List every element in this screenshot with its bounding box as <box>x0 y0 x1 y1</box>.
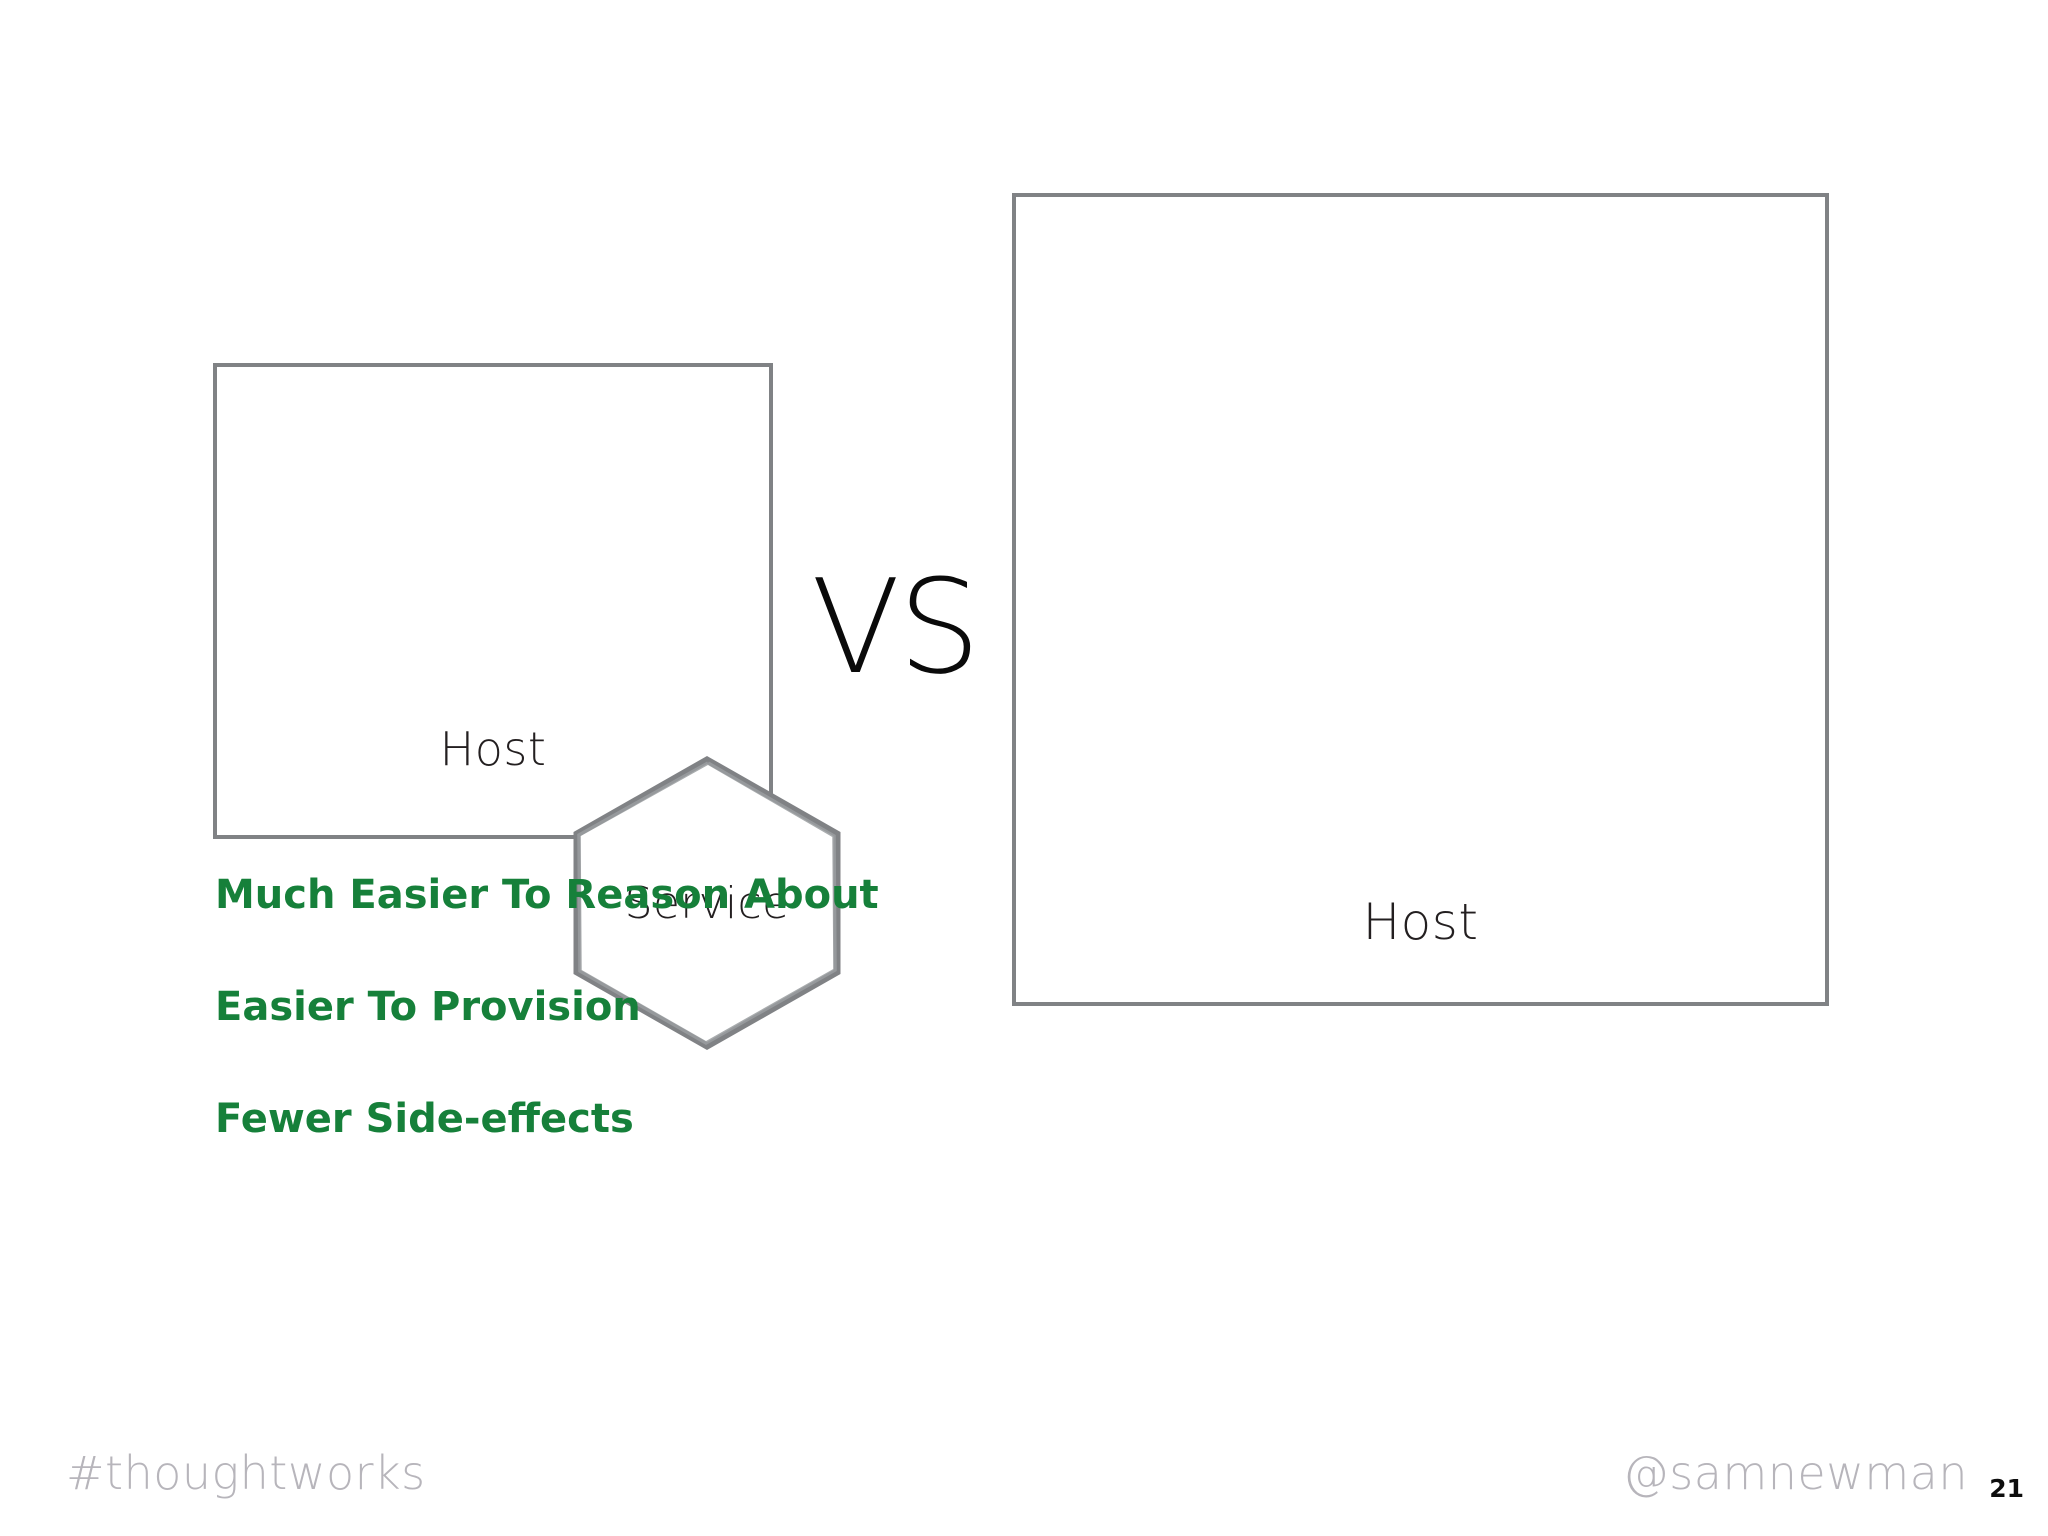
multi-host-label: Host <box>1362 893 1479 951</box>
footer-twitter-handle: @samnewman <box>1622 1446 1968 1500</box>
vs-separator-label: VS <box>811 551 980 703</box>
hexagon-shape-icon <box>573 755 841 1051</box>
benefit-item-1: Much Easier To Reason About <box>215 872 879 918</box>
hexagon-service-label: Service <box>624 878 790 929</box>
single-service-host-box: Service Host <box>213 363 841 1051</box>
benefit-item-3: Fewer Side-effects <box>215 1096 634 1142</box>
benefits-list: Much Easier To Reason About Easier To Pr… <box>215 872 995 1142</box>
benefit-item-2: Easier To Provision <box>215 984 641 1030</box>
page-number: 21 <box>1989 1474 2024 1503</box>
hexagon-service-single: Service <box>572 755 842 1051</box>
single-host-label: Host <box>439 722 547 776</box>
footer-hashtag: #thoughtworks <box>66 1446 426 1500</box>
multi-service-host-box: Service Service Service Service Host <box>1012 193 1829 1006</box>
